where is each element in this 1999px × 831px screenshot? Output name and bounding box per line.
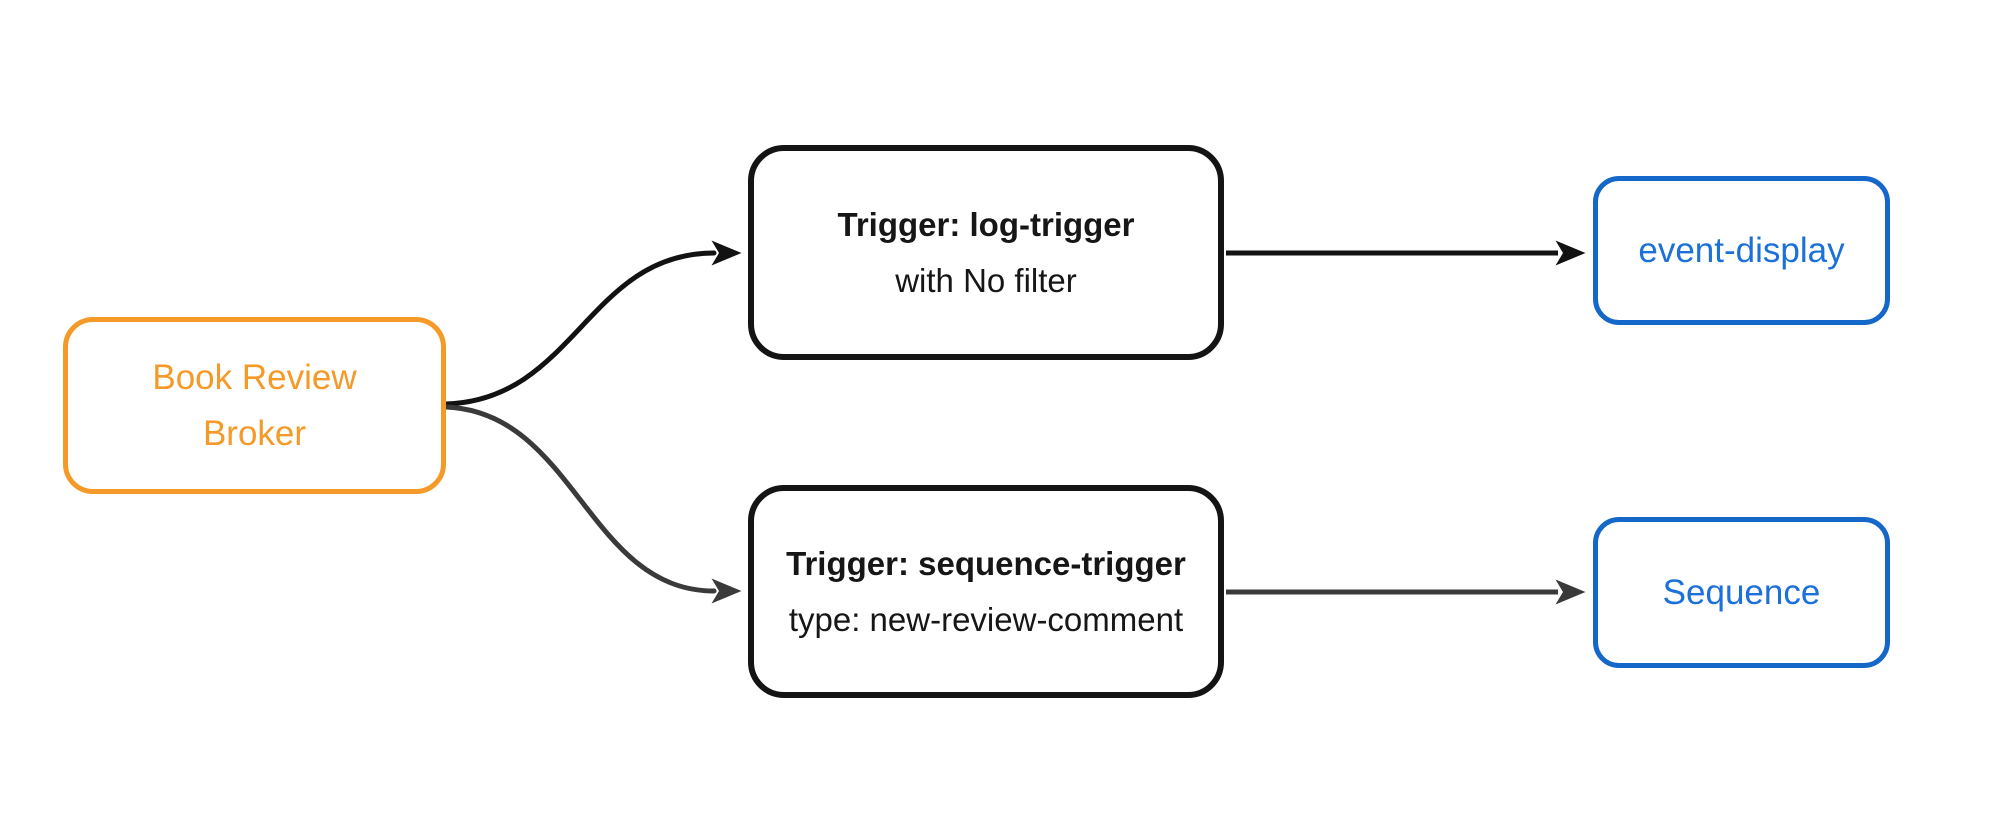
node-log-trigger: Trigger: log-trigger with No filter <box>748 145 1224 360</box>
sequence-trigger-subtitle: type: new-review-comment <box>788 600 1184 638</box>
node-book-review-broker: Book Review Broker <box>63 317 446 494</box>
node-sequence-trigger: Trigger: sequence-trigger type: new-revi… <box>748 485 1224 698</box>
node-event-display: event-display <box>1593 176 1890 325</box>
log-trigger-subtitle: with No filter <box>895 261 1077 299</box>
broker-label-line-1: Book Review <box>152 357 357 397</box>
sequence-trigger-title: Trigger: sequence-trigger <box>786 545 1186 583</box>
edge-broker-to-sequence-trigger <box>443 404 742 604</box>
event-display-label: event-display <box>1638 230 1845 270</box>
broker-label-line-2: Broker <box>202 413 307 453</box>
node-sequence: Sequence <box>1593 517 1890 668</box>
sequence-label: Sequence <box>1662 572 1821 612</box>
log-trigger-title: Trigger: log-trigger <box>837 206 1135 244</box>
edge-broker-to-log-trigger <box>443 240 742 407</box>
